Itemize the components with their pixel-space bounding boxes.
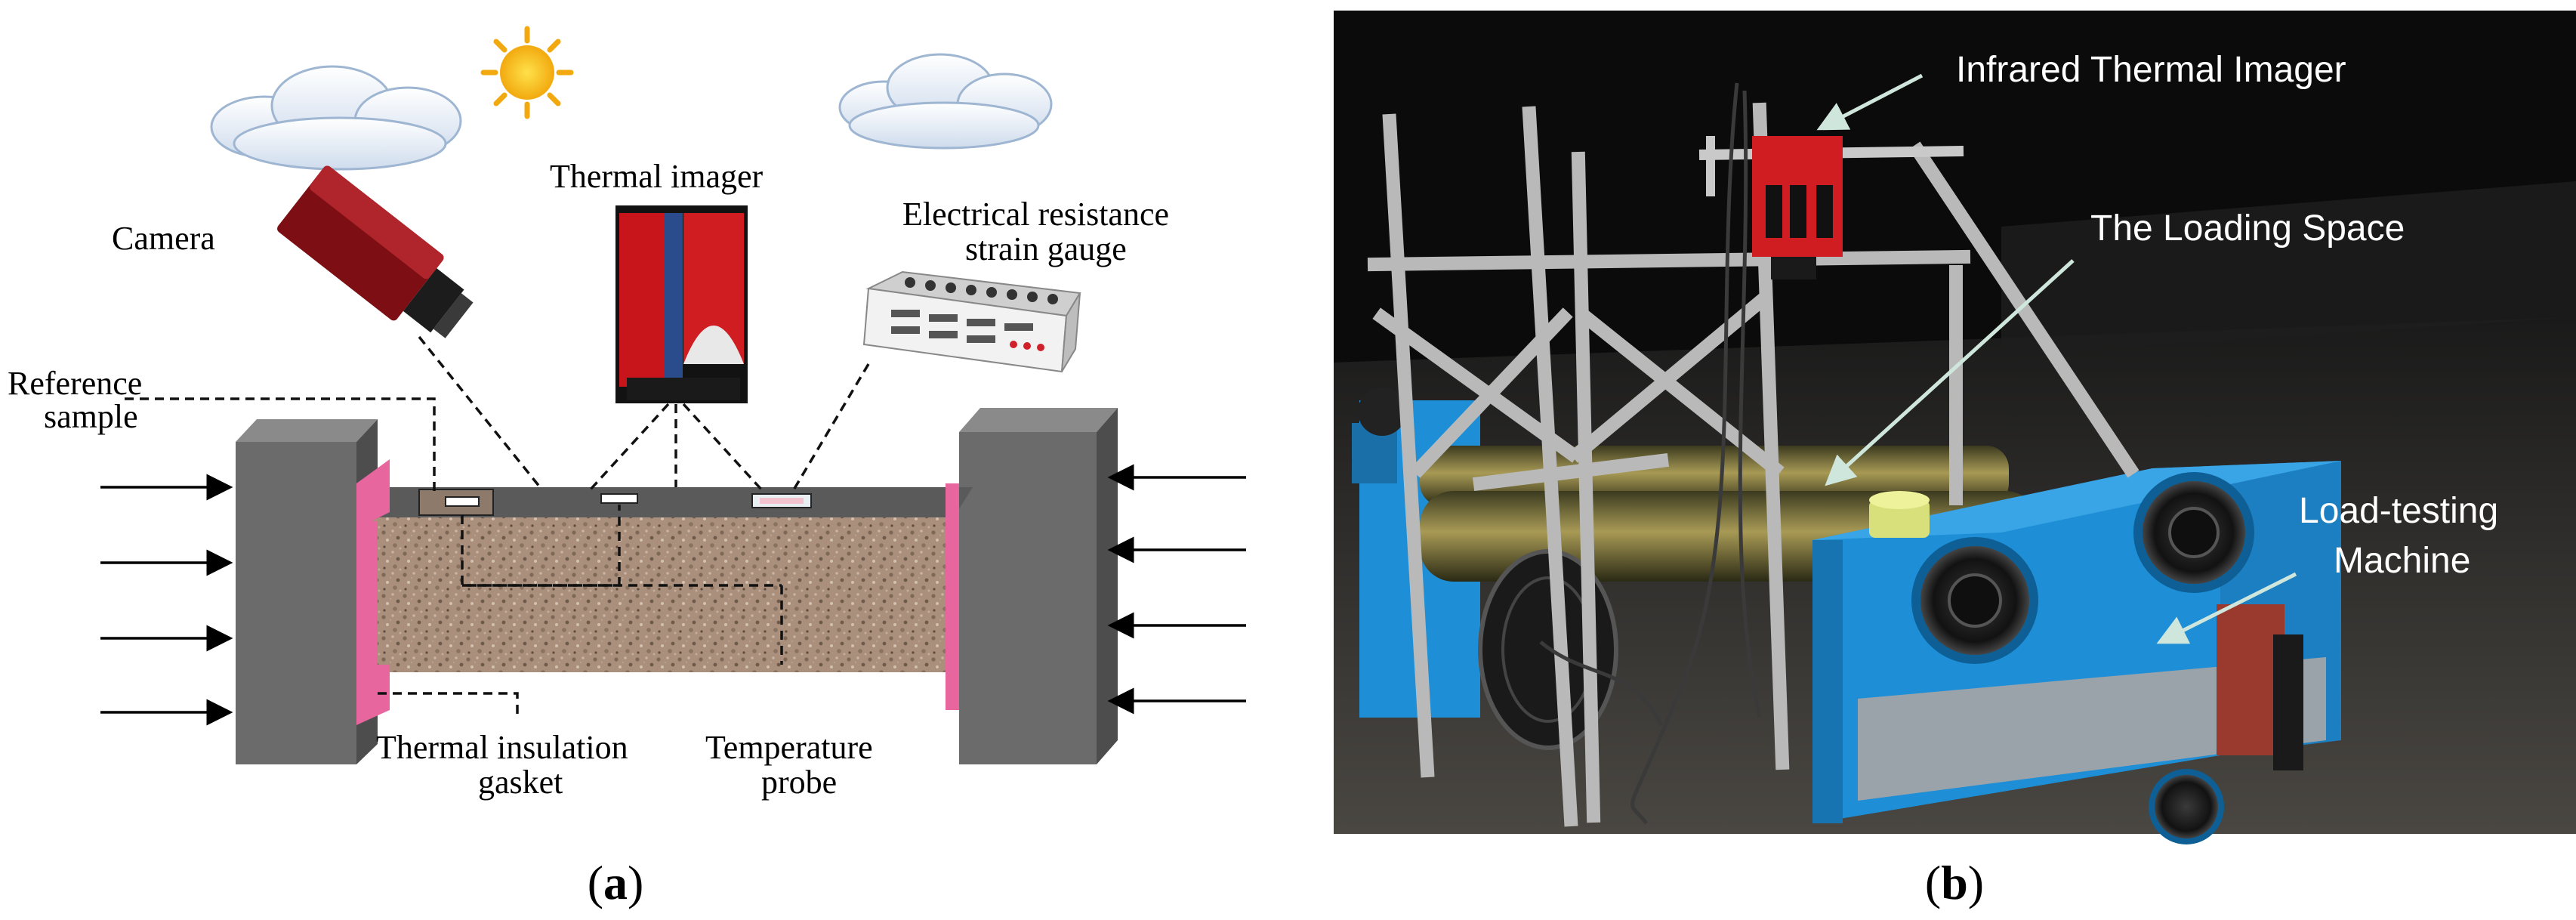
load-arrows-left xyxy=(100,474,233,726)
reference-sample-block xyxy=(418,489,494,516)
cloud-left-icon xyxy=(210,65,462,171)
label-gasket-line1: Thermal insulation xyxy=(376,729,628,766)
label-thermal-imager: Thermal imager xyxy=(550,158,764,195)
hub-left xyxy=(1911,537,2038,664)
strain-gauge-icon xyxy=(862,270,1081,373)
panel-a-caption: (a) xyxy=(588,856,644,909)
label-strain-gauge-line1: Electrical resistance xyxy=(902,196,1169,233)
cables xyxy=(1539,82,1762,825)
sun-icon xyxy=(480,26,574,119)
label-reference-line1: Reference xyxy=(8,365,142,402)
label-probe-line1: Temperature xyxy=(705,729,873,766)
thermal-imager-icon xyxy=(615,205,748,403)
label-probe-line2: probe xyxy=(761,764,837,801)
hub-right xyxy=(2133,472,2254,593)
temperature-probe-icon xyxy=(445,496,480,507)
infrared-imager-device xyxy=(1698,136,1964,279)
load-arrows-right xyxy=(1107,464,1246,715)
cloud-right-icon xyxy=(838,53,1053,150)
label-reference-line2: sample xyxy=(44,398,138,435)
label-load-testing-line1: Load-testing xyxy=(2299,491,2498,531)
camera-icon xyxy=(277,165,474,338)
label-strain-gauge-line2: strain gauge xyxy=(965,230,1127,267)
panel-b-caption: (b) xyxy=(1925,856,1984,909)
leader-lines xyxy=(125,335,870,718)
label-gasket-line2: gasket xyxy=(478,764,563,801)
label-load-testing-line2: Machine xyxy=(2334,541,2470,581)
panel-b-photo: Infrared Thermal Imager The Loading Spac… xyxy=(1334,11,2576,909)
insulation-gasket-right xyxy=(946,483,959,710)
concrete-specimen xyxy=(356,487,973,672)
hub-bottom xyxy=(2149,769,2224,844)
surface-probe-icon xyxy=(600,493,638,504)
label-camera: Camera xyxy=(112,220,215,257)
right-frame-block xyxy=(959,408,1118,764)
label-infrared-thermal-imager: Infrared Thermal Imager xyxy=(1956,50,2346,90)
steel-rack xyxy=(1367,102,2139,827)
annotation-arrows xyxy=(1816,73,2297,644)
panel-a-diagram: Camera Thermal imager Electrical resista… xyxy=(8,26,1246,909)
label-loading-space: The Loading Space xyxy=(2090,208,2405,249)
insulation-gasket-left xyxy=(356,459,390,725)
left-frame-block xyxy=(236,419,378,764)
